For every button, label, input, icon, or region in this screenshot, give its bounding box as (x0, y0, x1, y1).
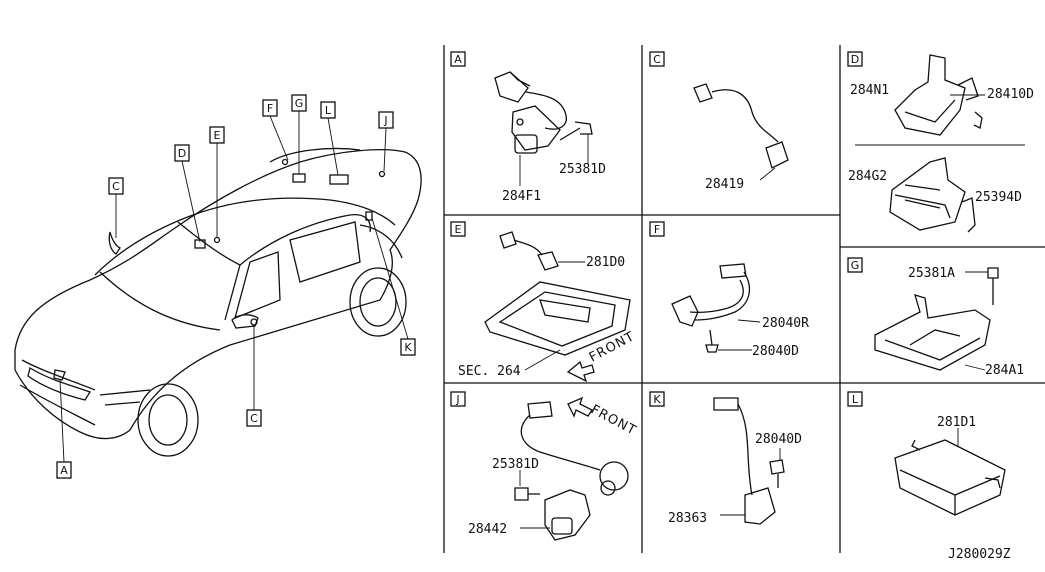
part-284g2: 284G2 (848, 169, 887, 184)
panel-d: D 284N1 28410D 284G2 25394D (847, 51, 1034, 233)
part-28410d: 28410D (987, 87, 1034, 102)
panel-l: L 281D1 (847, 391, 1006, 516)
part-28363: 28363 (668, 511, 707, 526)
panel-e: E 281D0 SEC. 264 FRONT (450, 221, 638, 383)
panel-j: J 25381D 28442 FRONT (450, 391, 639, 541)
part-28442: 28442 (468, 522, 507, 537)
panel-g-tag: G (851, 259, 860, 272)
callout-l: L (325, 104, 332, 117)
part-28040r: 28040R (762, 316, 809, 331)
panel-k-tag: K (653, 393, 661, 406)
callout-c-mirror: C (250, 412, 258, 425)
part-281d1: 281D1 (937, 415, 976, 430)
part-28040d-f: 28040D (752, 344, 799, 359)
part-28419: 28419 (705, 177, 744, 192)
panel-l-tag: L (852, 393, 859, 406)
panel-a: A 284F1 25381D (450, 51, 606, 204)
front-arrow-j-label: FRONT (588, 402, 639, 438)
panel-c: C 28419 (649, 51, 789, 192)
part-sec-264: SEC. 264 (458, 364, 521, 379)
part-25381d-j: 25381D (492, 457, 539, 472)
callout-k: K (404, 341, 412, 354)
callout-j: J (383, 114, 387, 127)
panel-f: F 28040R 28040D (649, 221, 809, 359)
panel-c-tag: C (653, 53, 661, 66)
part-284n1: 284N1 (850, 83, 889, 98)
callout-d: D (178, 147, 186, 160)
diagram-code: J280029Z (948, 547, 1011, 562)
part-28040d-k: 28040D (755, 432, 802, 447)
part-284f1: 284F1 (502, 189, 541, 204)
callout-e: E (214, 129, 221, 142)
callout-g: G (295, 97, 304, 110)
panel-a-tag: A (454, 53, 462, 66)
part-25381d-a: 25381D (559, 162, 606, 177)
panel-j-tag: J (455, 393, 459, 406)
panel-g: G 25381A 284A1 (847, 257, 1024, 378)
panel-k: K 28040D 28363 (649, 391, 802, 526)
part-284a1: 284A1 (985, 363, 1024, 378)
callout-a: A (60, 464, 68, 477)
callout-c: C (112, 180, 120, 193)
front-arrow-e-label: FRONT (587, 329, 638, 365)
part-25394d: 25394D (975, 190, 1022, 205)
callout-f: F (267, 102, 273, 115)
panel-e-tag: E (455, 223, 462, 236)
panel-grid (443, 45, 1045, 553)
panel-d-tag: D (851, 53, 859, 66)
panel-f-tag: F (654, 223, 660, 236)
car-illustration: C D E F G L J K C A (14, 94, 422, 479)
part-25381a: 25381A (908, 266, 955, 281)
part-281d0: 281D0 (586, 255, 625, 270)
